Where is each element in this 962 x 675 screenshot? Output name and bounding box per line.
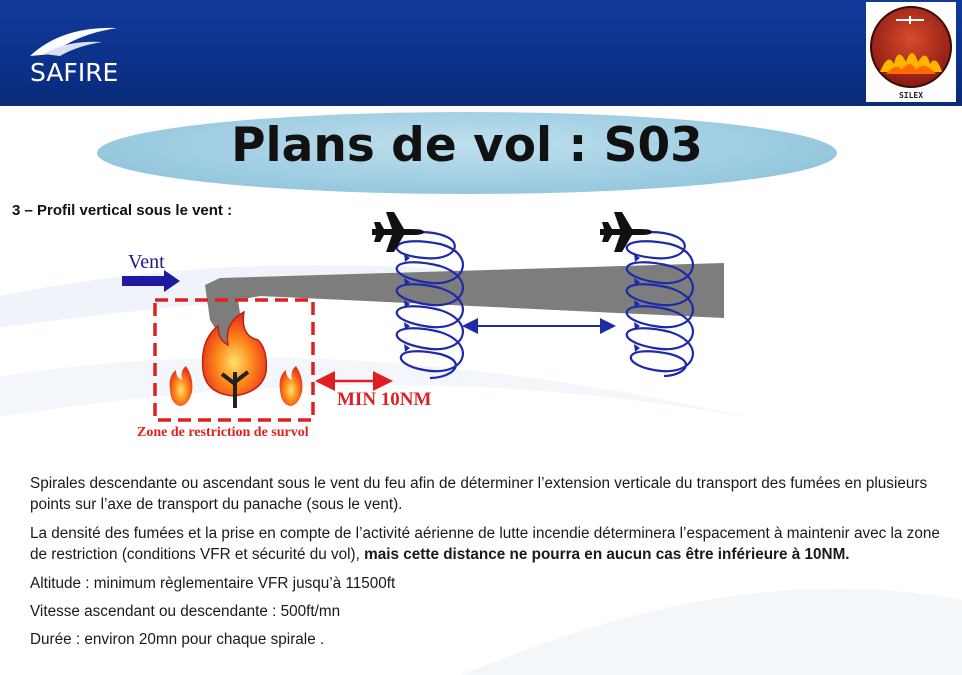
silex-badge: SILEX: [866, 2, 956, 102]
header-divider: [0, 103, 962, 106]
vertical-profile-diagram: [122, 212, 724, 422]
plane-icon: [372, 212, 424, 252]
min-distance-label: MIN 10NM: [337, 389, 432, 410]
title-ellipse: [97, 112, 837, 194]
fire-icon: [201, 310, 268, 397]
altitude-line: Altitude : minimum règlementaire VFR jus…: [30, 575, 396, 592]
wind-arrow-icon: [122, 270, 180, 292]
duration-line: Durée : environ 20mn pour chaque spirale…: [30, 631, 325, 648]
header-bar: [0, 0, 962, 106]
flame-icon: [169, 366, 193, 406]
paragraph-spirals: Spirales descendante ou ascendant sous l…: [30, 475, 928, 513]
body-text: Spirales descendante ou ascendant sous l…: [30, 473, 942, 657]
badge-label: SILEX: [898, 91, 924, 100]
safire-logo-icon: [30, 27, 117, 56]
silex-emblem-icon: [870, 6, 952, 88]
speed-line: Vitesse ascendant ou descendante : 500ft…: [30, 603, 341, 620]
restriction-zone-label: Zone de restriction de survol: [137, 425, 309, 440]
smoke-plume: [205, 263, 724, 346]
density-text: La densité des fumées et la prise en com…: [30, 525, 940, 563]
section-heading: 3 – Profil vertical sous le vent :: [12, 202, 233, 219]
brand-name: SAFIRE: [30, 58, 119, 87]
wind-label: Vent: [128, 251, 165, 273]
density-warning: mais cette distance ne pourra en aucun c…: [364, 546, 850, 563]
plane-icon: [600, 212, 652, 252]
flame-icon: [279, 366, 303, 406]
spiral-icon: [625, 230, 694, 378]
page-title: Plans de vol : S03: [231, 118, 703, 173]
paragraph-density: La densité des fumées et la prise en com…: [30, 523, 942, 565]
spiral-icon: [395, 230, 464, 380]
tree-icon: [220, 370, 250, 408]
